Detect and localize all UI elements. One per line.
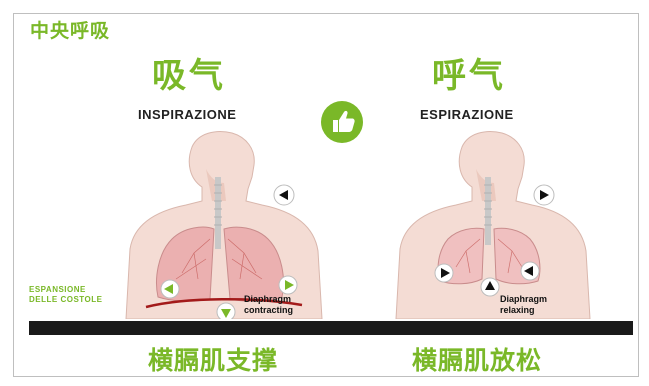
slide: 中央呼吸 吸气 呼气 INSPIRAZIONE ESPIRAZIONE: [13, 13, 639, 377]
exhale-phase-label: ESPIRAZIONE: [420, 107, 514, 122]
inhale-phase-label: INSPIRAZIONE: [138, 107, 236, 122]
exhale-figure: [382, 129, 612, 319]
exhale-caption: 横膈肌放松: [412, 341, 542, 377]
diaphragm-contracting-label: Diaphragm contracting: [244, 294, 293, 316]
inhale-figure: [106, 129, 336, 319]
corner-title: 中央呼吸: [30, 16, 110, 43]
exhale-title: 呼气: [432, 48, 506, 97]
inhale-caption: 横膈肌支撑: [148, 341, 278, 377]
diaphragm-relaxing-label: Diaphragm relaxing: [500, 294, 547, 316]
inhale-title: 吸气: [152, 48, 226, 97]
divider-bar: [29, 321, 633, 335]
rib-expansion-label: ESPANSIONE DELLE COSTOLE: [29, 285, 102, 305]
